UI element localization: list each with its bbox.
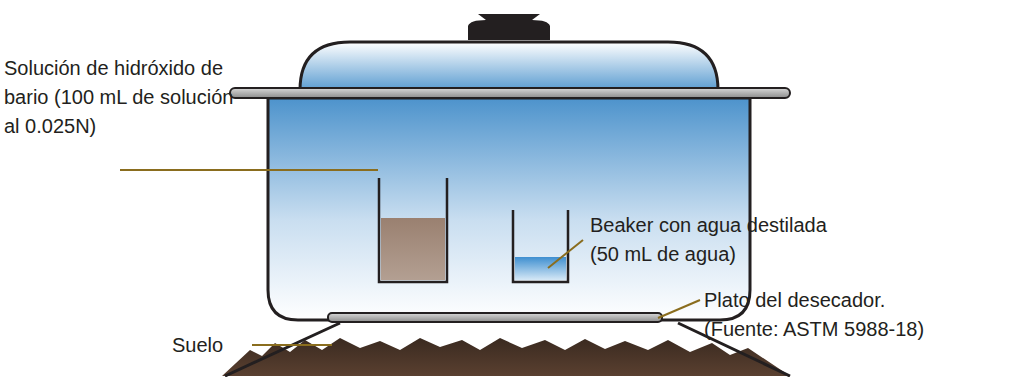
reagent-label: Solución de hidróxido de bario (100 mL d…	[4, 54, 236, 141]
beaker-label: Beaker con agua destilada (50 mL de agua…	[590, 211, 852, 269]
plate-label: Plato del desecador. (Fuente: ASTM 5988-…	[704, 286, 944, 344]
soil-label: Suelo	[172, 331, 252, 360]
